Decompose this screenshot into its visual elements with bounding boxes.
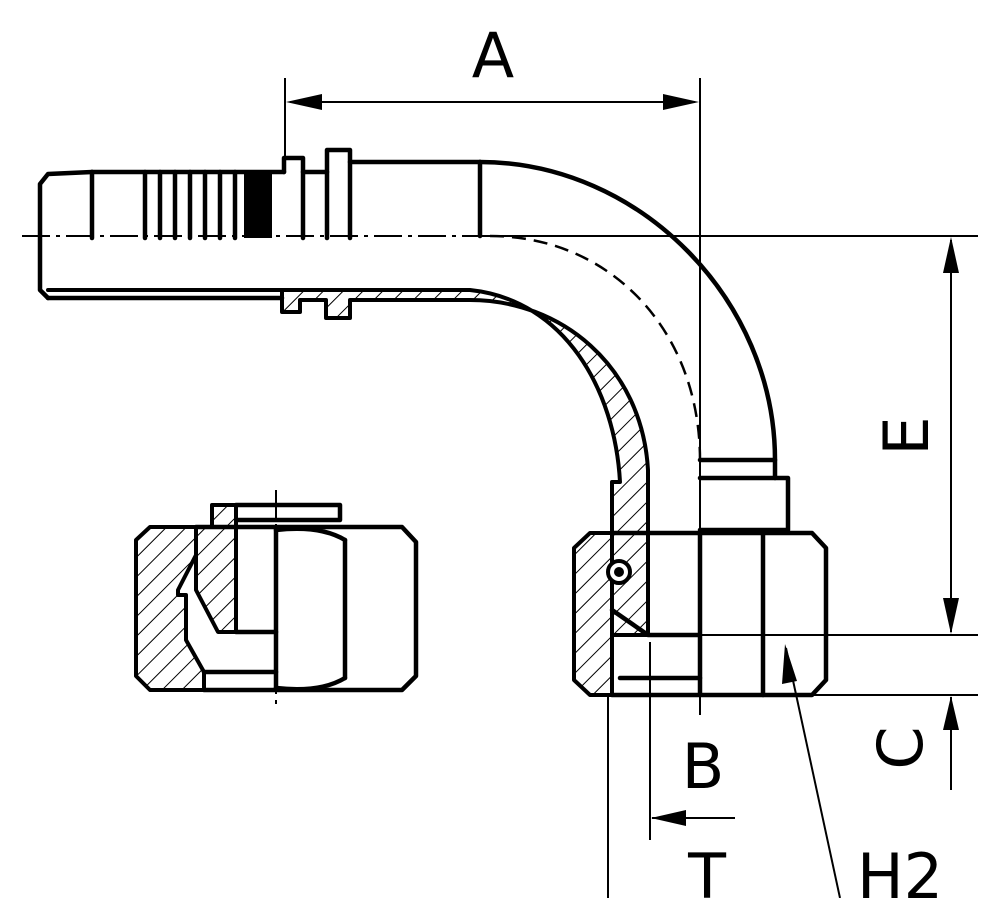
- label-h2: H2: [857, 840, 943, 898]
- nut-section: [572, 531, 614, 697]
- nut-detail: [134, 490, 419, 705]
- arrow-bottom-e: [943, 598, 959, 634]
- label-c: C: [864, 726, 937, 769]
- knurl-band: [244, 172, 272, 238]
- label-t: T: [687, 840, 727, 898]
- dimension-c: C: [600, 694, 978, 790]
- arrow-t: [651, 810, 686, 826]
- nut-detail-section: [134, 525, 206, 692]
- dimension-e: E: [490, 235, 978, 636]
- dimension-h2: H2: [782, 644, 943, 898]
- label-a: A: [472, 19, 514, 92]
- arrow-top-e: [943, 237, 959, 273]
- dimension-b: B: [682, 730, 725, 803]
- arrow-left-a: [286, 94, 322, 110]
- arrow-right-a: [663, 94, 699, 110]
- arrow-c: [943, 696, 959, 730]
- dimension-t: T: [607, 642, 735, 898]
- nut-detail-insert: [194, 503, 238, 634]
- hose-tail-grooves: [142, 169, 272, 241]
- arrow-h2: [782, 644, 797, 684]
- label-b: B: [682, 730, 725, 803]
- label-e: E: [870, 416, 943, 455]
- section-wall: [46, 288, 650, 637]
- elbow-fitting: [22, 147, 829, 698]
